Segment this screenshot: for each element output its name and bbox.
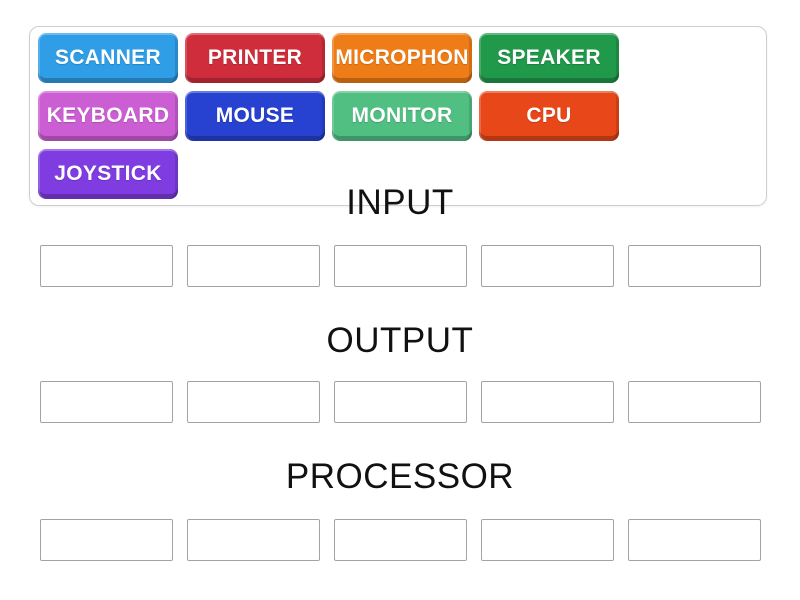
tile-cpu[interactable]: CPU (479, 91, 619, 141)
slot-row-input (0, 245, 800, 287)
tile-joystick[interactable]: JOYSTICK (38, 149, 178, 199)
drop-slot-processor-3[interactable] (333, 519, 467, 561)
drop-slot-input-2[interactable] (186, 245, 320, 287)
tile-printer[interactable]: PRINTER (185, 33, 325, 83)
drop-slot-input-4[interactable] (480, 245, 614, 287)
tile-microphone[interactable]: MICROPHON (332, 33, 472, 83)
tile-monitor[interactable]: MONITOR (332, 91, 472, 141)
drop-slot-input-3[interactable] (333, 245, 467, 287)
drop-slot-output-1[interactable] (39, 381, 173, 423)
slot-row-processor (0, 519, 800, 561)
drop-slot-input-1[interactable] (39, 245, 173, 287)
tile-tray: SCANNER PRINTER MICROPHON SPEAKER KEYBOA… (29, 26, 767, 206)
drop-slot-output-4[interactable] (480, 381, 614, 423)
tile-speaker[interactable]: SPEAKER (479, 33, 619, 83)
drop-slot-processor-2[interactable] (186, 519, 320, 561)
tile-scanner[interactable]: SCANNER (38, 33, 178, 83)
group-heading-output: OUTPUT (326, 321, 474, 360)
group-heading-processor: PROCESSOR (285, 457, 515, 496)
tile-keyboard[interactable]: KEYBOARD (38, 91, 178, 141)
drop-slot-processor-4[interactable] (480, 519, 614, 561)
group-heading-input: INPUT (346, 183, 454, 222)
slot-row-output (0, 381, 800, 423)
drop-slot-processor-5[interactable] (627, 519, 761, 561)
tile-mouse[interactable]: MOUSE (185, 91, 325, 141)
drop-slot-output-3[interactable] (333, 381, 467, 423)
drop-slot-input-5[interactable] (627, 245, 761, 287)
drop-slot-output-5[interactable] (627, 381, 761, 423)
drop-slot-processor-1[interactable] (39, 519, 173, 561)
drop-slot-output-2[interactable] (186, 381, 320, 423)
